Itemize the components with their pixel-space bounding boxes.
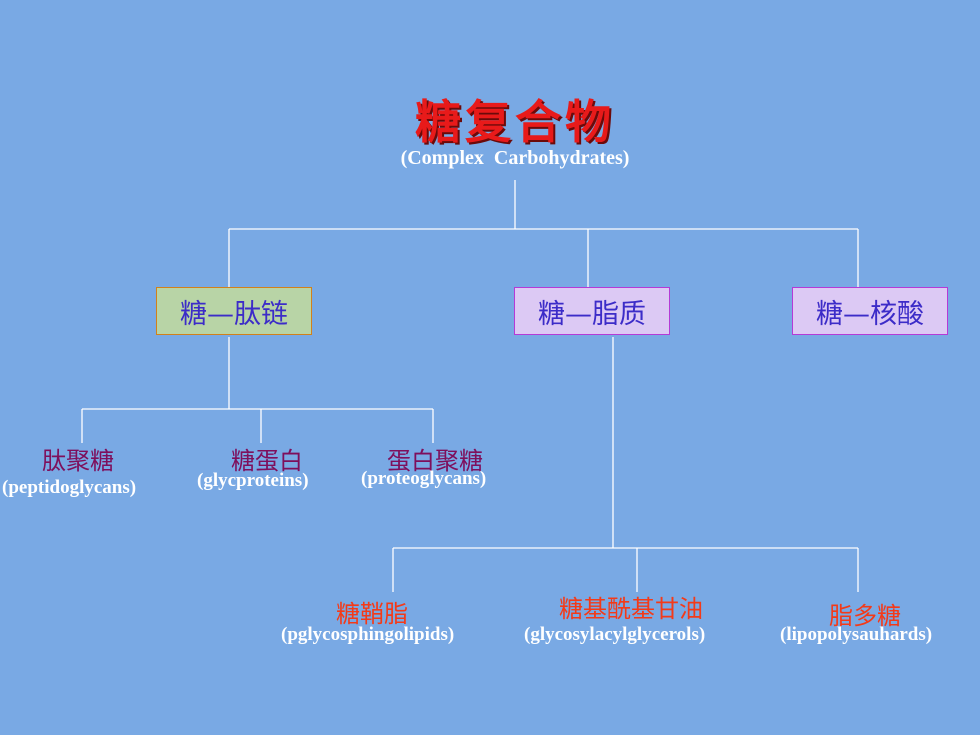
node-glycoprotein-en: (glycproteins): [197, 470, 309, 491]
node-peptidoglycan-cn: 肽聚糖: [42, 447, 114, 475]
node-glyco-nucleic: 糖—核酸: [792, 287, 948, 335]
node-glyco-lipid-label: 糖—脂质: [538, 298, 646, 330]
node-peptidoglycan-en: (peptidoglycans): [2, 477, 137, 498]
node-glycosylacylglycerol-en: (glycosylacylglycerols): [524, 624, 706, 645]
page-title: 糖复合物: [415, 95, 615, 149]
node-lipopolysaccharide-cn: 脂多糖: [829, 602, 901, 630]
node-glycoprotein-cn: 糖蛋白: [231, 447, 303, 475]
node-glyco-peptide-label: 糖—肽链: [180, 298, 288, 330]
node-glycosylacylglycerol-cn: 糖基酰基甘油: [559, 595, 703, 623]
node-glyco-peptide: 糖—肽链: [156, 287, 312, 335]
page-subtitle: (Complex Carbohydrates): [400, 147, 630, 169]
node-lipopolysaccharide-en: (lipopolysauhards): [780, 624, 933, 645]
node-glyco-nucleic-label: 糖—核酸: [816, 298, 924, 330]
node-proteoglycan-cn: 蛋白聚糖: [387, 447, 483, 475]
node-glycosphingolipid-en: (pglycosphingolipids): [281, 624, 455, 645]
node-proteoglycan-en: (proteoglycans): [361, 468, 487, 489]
node-glycosphingolipid-cn: 糖鞘脂: [336, 600, 408, 628]
node-glyco-lipid: 糖—脂质: [514, 287, 670, 335]
